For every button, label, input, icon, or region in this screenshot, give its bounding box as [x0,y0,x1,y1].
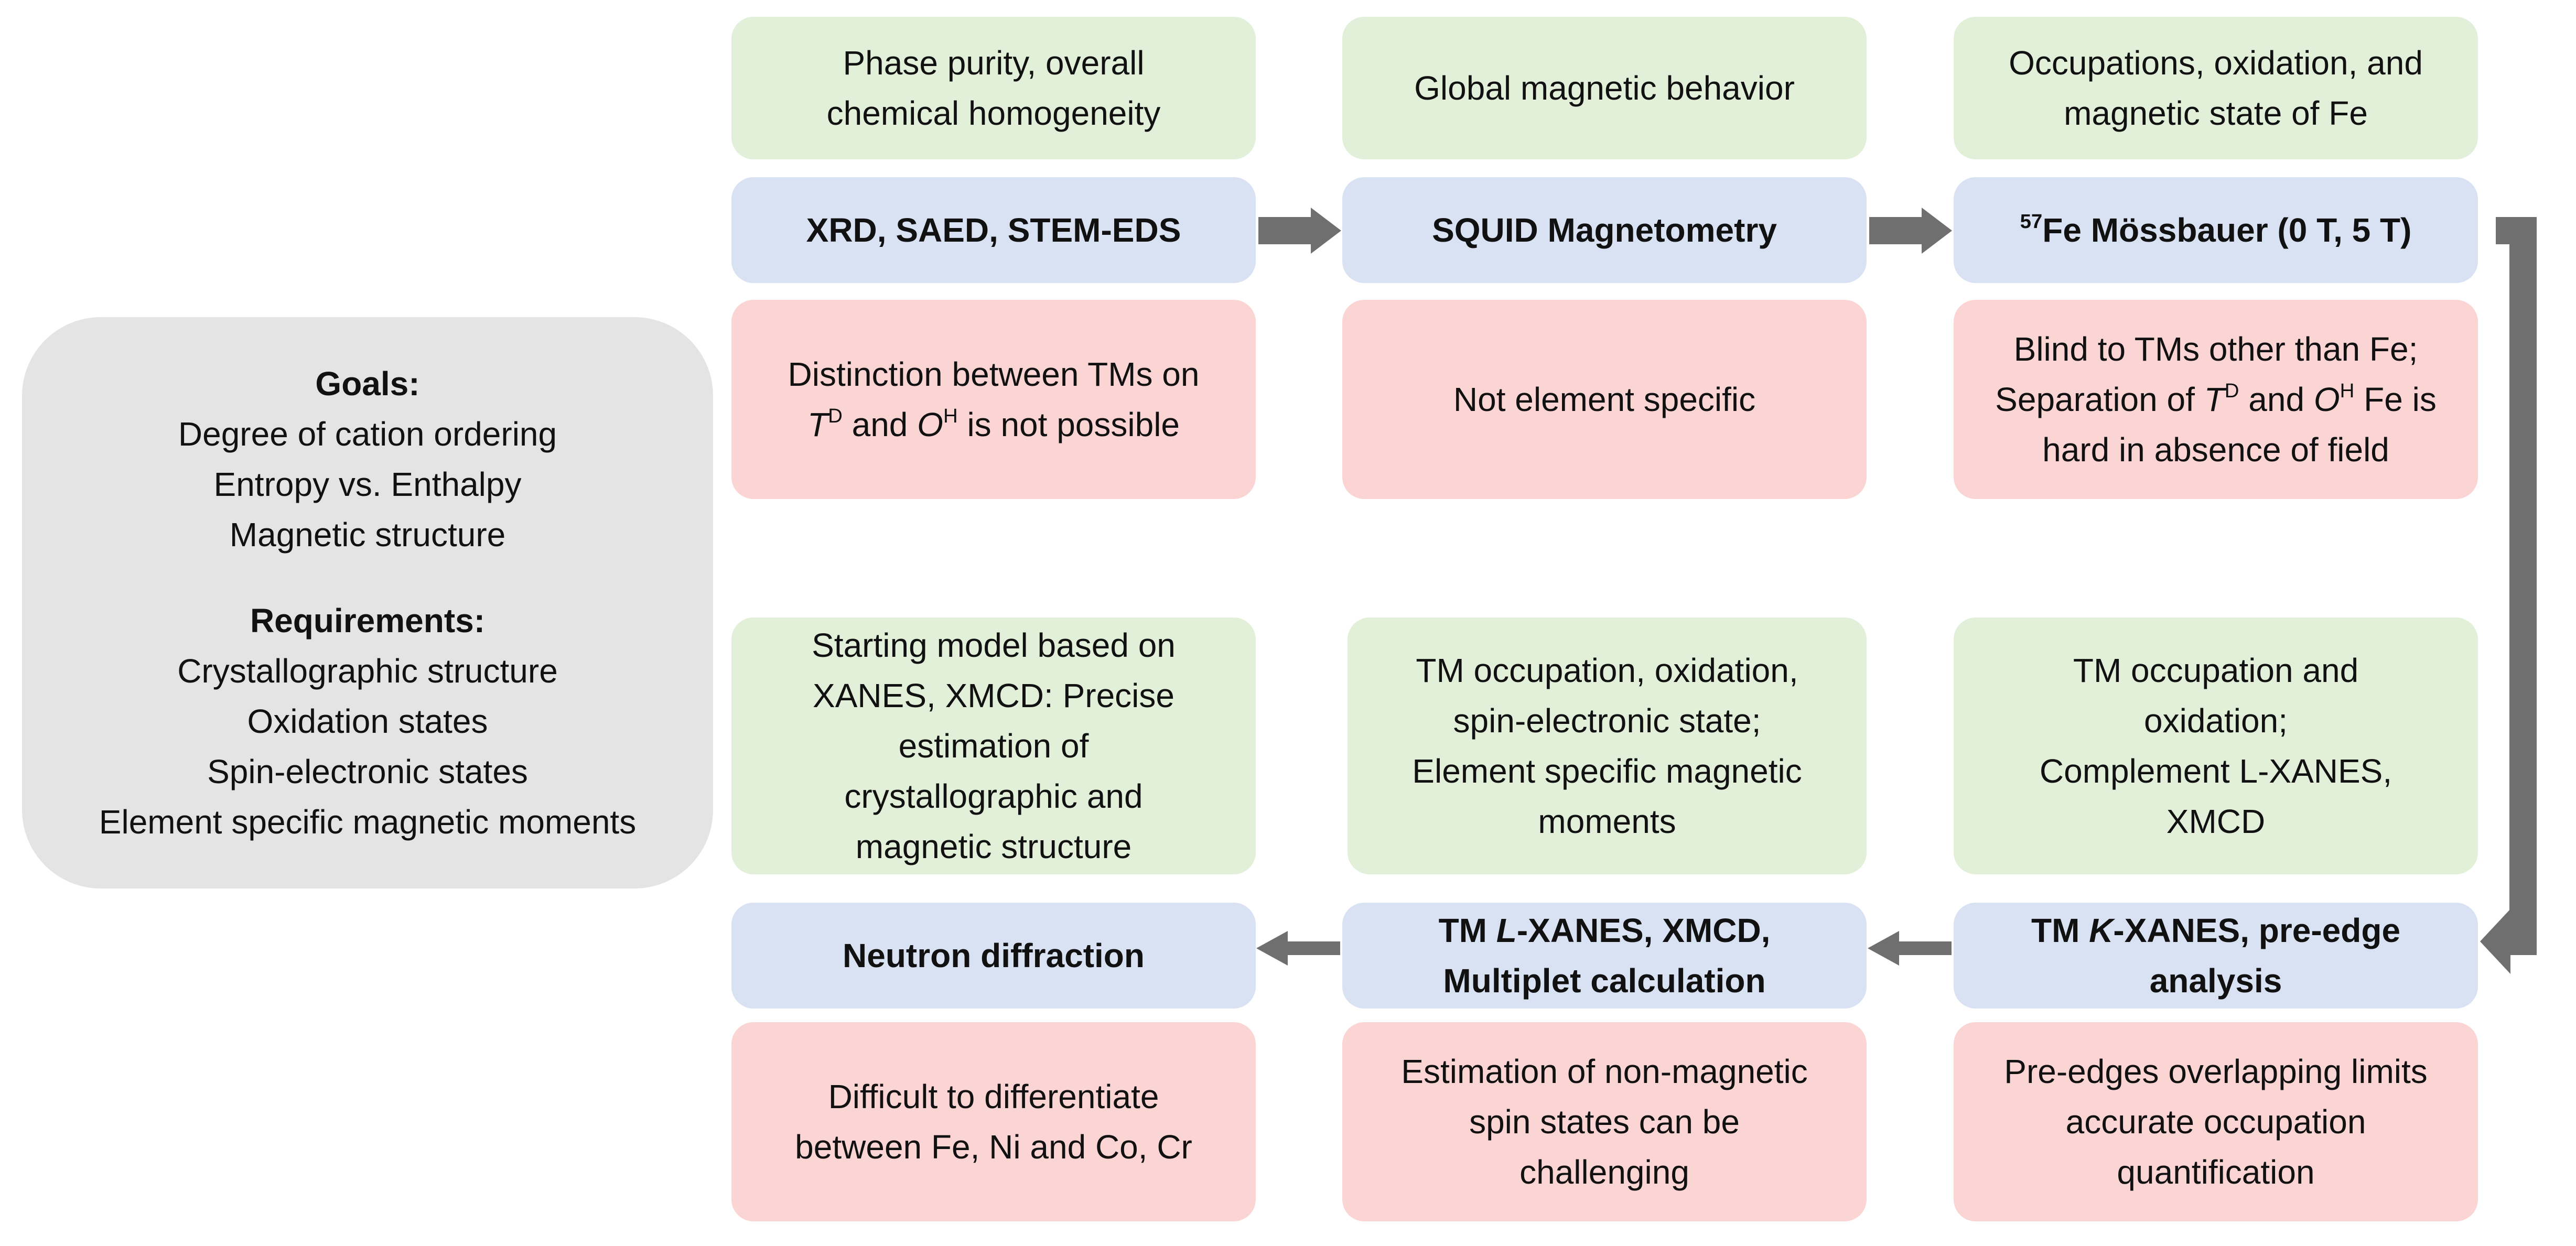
method-label: analysis [2149,962,2282,1000]
and-text: and [842,406,918,443]
limitation-line: challenging [1519,1153,1689,1191]
limitation-line: Blind to TMs other than Fe; [2013,330,2418,368]
method-label: SQUID Magnetometry [1432,211,1777,249]
method-label: 57Fe Mössbauer (0 T, 5 T) [2020,205,2412,255]
limitation-line: Pre-edges overlapping limits [2004,1053,2428,1090]
neutron-method-box: Neutron diffraction [731,903,1256,1009]
goals-title: Goals: [315,365,420,403]
pre-text: Separation of [1995,381,2204,418]
k-xanes-method-box: TM K-XANES, pre-edge analysis [1954,903,2478,1009]
info-line: XMCD [2166,803,2266,840]
oh-symbol: O [917,406,943,443]
limitation-line: between Fe, Ni and Co, Cr [795,1128,1192,1166]
requirement-item: Element specific magnetic moments [99,803,637,841]
method-label: Multiplet calculation [1443,962,1766,1000]
requirement-item: Oxidation states [247,702,488,740]
requirements-title: Requirements: [250,602,486,640]
method-suffix: -XANES, XMCD, [1516,912,1771,949]
info-line: TM occupation, oxidation, [1416,652,1798,689]
neutron-limitation-box: Difficult to differentiate between Fe, N… [731,1022,1256,1221]
limitation-line: Estimation of non-magnetic [1401,1053,1808,1090]
k-xanes-limitation-box: Pre-edges overlapping limits accurate oc… [1954,1022,2478,1221]
info-line: Global magnetic behavior [1414,69,1795,107]
l-xanes-method-box: TM L-XANES, XMCD, Multiplet calculation [1342,903,1867,1009]
info-line: Occupations, oxidation, and [2009,44,2423,82]
arrow-mossbauer-to-k-xanes [2480,217,2537,974]
goal-item: Magnetic structure [229,516,506,554]
post-text: Fe is [2354,381,2437,418]
l-xanes-info-box: TM occupation, oxidation, spin-electroni… [1348,617,1867,874]
limitation-line: Distinction between TMs on [788,355,1200,393]
oh-superscript: H [2340,379,2355,402]
xrd-limitation-box: Distinction between TMs on TD and OH is … [731,300,1256,499]
l-xanes-limitation-box: Estimation of non-magnetic spin states c… [1342,1022,1867,1221]
info-line: XANES, XMCD: Precise [813,677,1174,714]
xrd-method-box: XRD, SAED, STEM-EDS [731,177,1256,283]
info-line: magnetic state of Fe [2064,94,2368,132]
squid-info-box: Global magnetic behavior [1342,17,1867,159]
limitation-line: Not element specific [1453,381,1756,418]
requirement-item: Crystallographic structure [177,652,558,690]
method-label: TM K-XANES, pre-edge [2031,905,2400,956]
isotope-superscript: 57 [2020,210,2043,233]
limitation-line: quantification [2117,1153,2315,1191]
requirement-item: Spin-electronic states [207,753,528,790]
edge-letter: K [2089,912,2114,949]
neutron-info-box: Starting model based on XANES, XMCD: Pre… [731,617,1256,874]
limitation-line: Separation of TD and OH Fe is [1995,374,2437,425]
method-label: XRD, SAED, STEM-EDS [806,211,1181,249]
squid-method-box: SQUID Magnetometry [1342,177,1867,283]
td-superscript: D [2224,379,2239,402]
mossbauer-info-box: Occupations, oxidation, and magnetic sta… [1954,17,2478,159]
td-superscript: D [828,404,843,427]
method-suffix: -XANES, pre-edge [2113,912,2401,949]
limitation-line: Difficult to differentiate [828,1078,1159,1115]
oh-symbol: O [2313,381,2340,418]
info-line: oxidation; [2144,702,2288,740]
method-text: Fe Mössbauer (0 T, 5 T) [2042,211,2412,249]
td-symbol: T [807,406,828,443]
mossbauer-method-box: 57Fe Mössbauer (0 T, 5 T) [1954,177,2478,283]
method-prefix: TM [2031,912,2089,949]
info-line: crystallographic and [844,777,1143,815]
limitation-line: spin states can be [1469,1103,1740,1141]
arrow-l-xanes-to-neutron [1256,931,1340,966]
info-line: magnetic structure [855,828,1132,865]
td-symbol: T [2204,381,2225,418]
info-line: estimation of [898,727,1089,765]
and-text: and [2239,381,2314,418]
info-line: Element specific magnetic [1412,752,1802,790]
goal-item: Entropy vs. Enthalpy [213,465,522,503]
info-line: TM occupation and [2073,652,2359,689]
edge-letter: L [1496,912,1517,949]
method-label: Neutron diffraction [843,937,1145,974]
goals-requirements-panel: Goals: Degree of cation ordering Entropy… [22,317,713,889]
method-label: TM L-XANES, XMCD, [1439,905,1771,956]
k-xanes-info-box: TM occupation and oxidation; Complement … [1954,617,2478,874]
info-line: Starting model based on [812,626,1176,664]
oh-superscript: H [943,404,958,427]
limitation-line: accurate occupation [2065,1103,2366,1141]
limitation-line: TD and OH is not possible [807,399,1180,450]
info-line: spin-electronic state; [1453,702,1761,740]
limitation-line: hard in absence of field [2042,431,2389,469]
arrow-k-xanes-to-l-xanes [1868,931,1952,966]
arrow-squid-to-mossbauer [1869,208,1952,254]
info-line: Complement L-XANES, [2039,752,2392,790]
info-line: moments [1538,803,1676,840]
squid-limitation-box: Not element specific [1342,300,1867,499]
xrd-info-box: Phase purity, overall chemical homogenei… [731,17,1256,159]
method-prefix: TM [1438,912,1496,949]
arrow-xrd-to-squid [1258,208,1341,254]
info-line: chemical homogeneity [826,94,1161,132]
mossbauer-limitation-box: Blind to TMs other than Fe; Separation o… [1954,300,2478,499]
rest-text: is not possible [957,406,1180,443]
info-line: Phase purity, overall [843,44,1145,82]
goal-item: Degree of cation ordering [178,415,557,453]
